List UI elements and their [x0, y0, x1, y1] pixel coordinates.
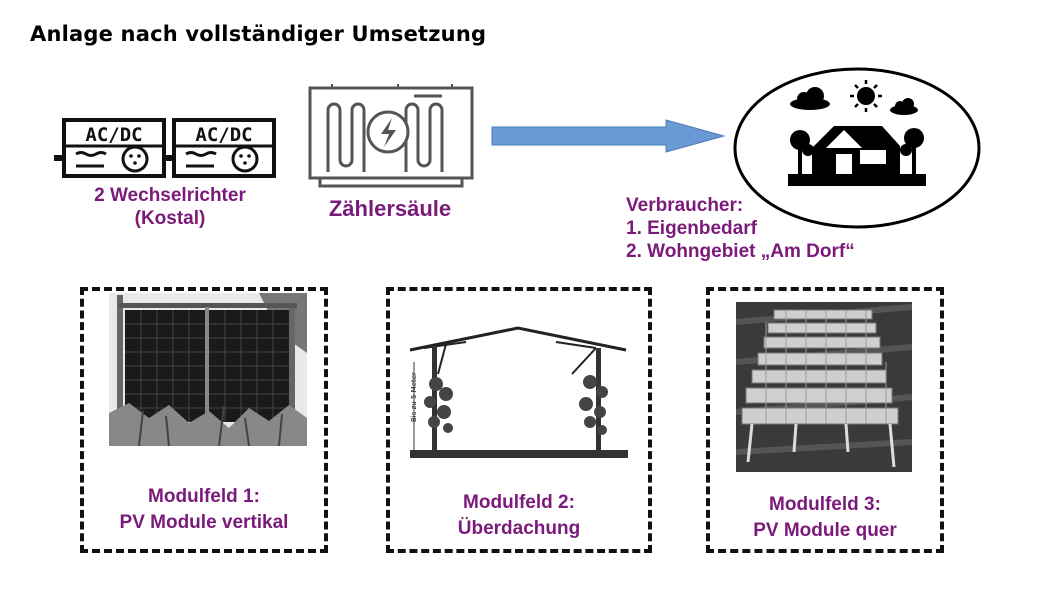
field-3-title: Modulfeld 3:	[769, 494, 881, 515]
inverter-label-1: AC/DC	[85, 124, 142, 146]
field-2-box	[386, 287, 652, 553]
inverter-icons: AC/DC AC/DC	[54, 118, 276, 178]
consumer-item-2: 2. Wohngebiet „Am Dorf“	[626, 241, 855, 262]
vertical-pv-photo	[109, 293, 307, 446]
field-1-subtitle: PV Module vertikal	[119, 512, 289, 533]
consumer-title: Verbraucher:	[626, 195, 744, 216]
consumer-caption: Verbraucher: 1. Eigenbedarf 2. Wohngebie…	[626, 194, 855, 263]
field-2-subtitle: Überdachung	[457, 518, 581, 539]
aerial-pv-photo	[736, 302, 912, 472]
page-title: Anlage nach vollständiger Umsetzung	[30, 22, 487, 46]
inverter-label-2: AC/DC	[195, 124, 252, 146]
field-2-label: Modulfeld 2: Überdachung	[396, 490, 642, 542]
field-3-label: Modulfeld 3: PV Module quer	[716, 492, 934, 544]
meter-cabinet-icon	[308, 84, 474, 188]
inverter-caption: 2 Wechselrichter (Kostal)	[70, 184, 270, 230]
inverter-caption-line1: 2 Wechselrichter	[94, 185, 246, 206]
height-annotation: Bis zu 5 Meter	[410, 372, 418, 422]
consumer-item-1: 1. Eigenbedarf	[626, 218, 757, 239]
field-1-title: Modulfeld 1:	[148, 486, 260, 507]
meter-label: Zählersäule	[328, 196, 452, 221]
right-arrow-icon	[491, 119, 726, 153]
field-1-box	[80, 287, 328, 553]
inverter-caption-line2: (Kostal)	[134, 208, 206, 229]
house-landscape-icon	[733, 67, 981, 229]
inverter-icon: AC/DC	[54, 118, 166, 178]
field-3-subtitle: PV Module quer	[753, 520, 897, 541]
field-2-title: Modulfeld 2:	[463, 492, 575, 513]
inverter-icon: AC/DC	[164, 118, 276, 178]
field-3-box	[706, 287, 944, 553]
roof-structure-drawing: Bis zu 5 Meter	[409, 326, 628, 458]
field-1-label: Modulfeld 1: PV Module vertikal	[90, 484, 318, 536]
